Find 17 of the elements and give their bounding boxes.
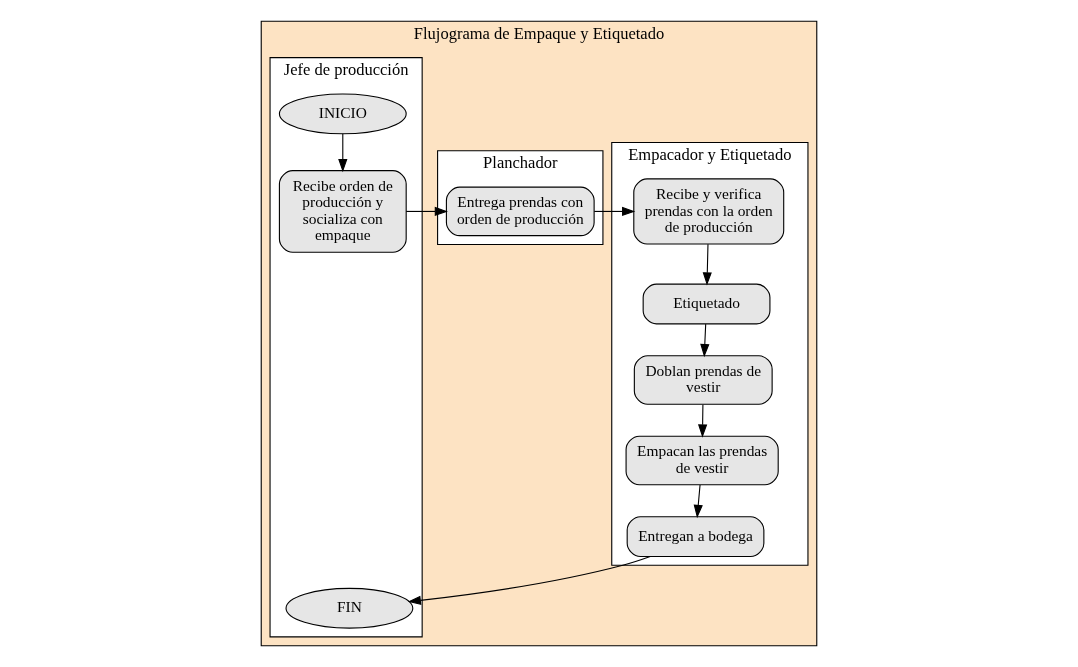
- arrow: [405, 206, 448, 217]
- arrow: [700, 323, 710, 358]
- node-box: Doblan prendas de vestir: [633, 355, 773, 405]
- node-box: Entregan a bodega: [626, 516, 765, 557]
- node-box: Recibe orden de producción y socializa con empaque: [278, 170, 407, 253]
- arrow: [693, 484, 703, 519]
- node-box: Empacan las prendas de vestir: [625, 435, 779, 486]
- node-ellipse: INICIO: [278, 93, 407, 135]
- node-ellipse: FIN: [285, 587, 414, 629]
- node-box: Recibe y verifica prendas con la orden de producción: [633, 178, 785, 245]
- arrow: [338, 133, 348, 173]
- node-box: Etiquetado: [642, 283, 771, 325]
- arrow: [407, 556, 651, 605]
- arrow: [593, 206, 636, 217]
- arrow: [702, 243, 712, 286]
- node-box: Entrega prendas con orden de producción: [445, 186, 595, 237]
- arrow: [698, 404, 708, 438]
